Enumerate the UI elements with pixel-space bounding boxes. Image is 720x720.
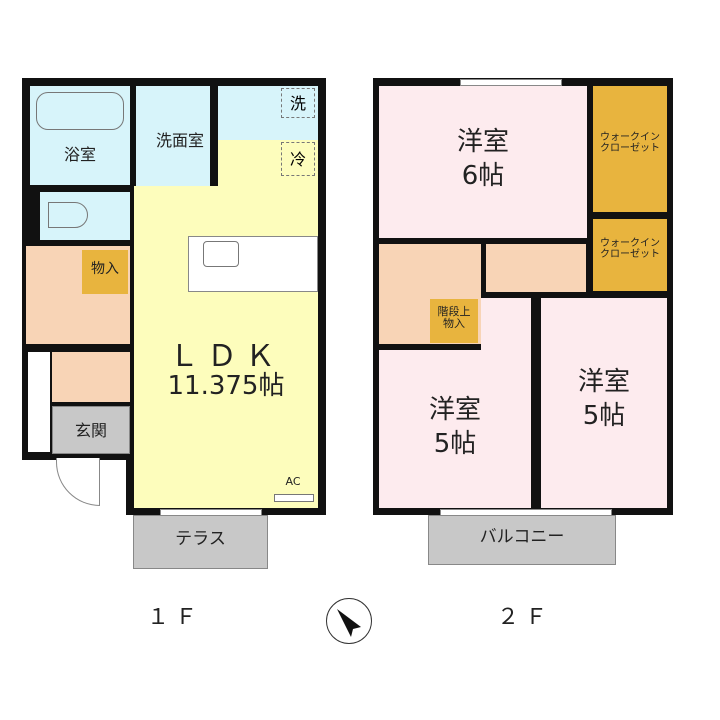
western6-label: 洋室 <box>456 127 509 157</box>
wic2-label: ウォークイン クローゼット <box>600 238 660 260</box>
western5b-label: 洋室 <box>577 367 630 397</box>
western5b-size: 5帖 <box>582 401 626 431</box>
wall <box>210 86 218 186</box>
bath-label: 浴室 <box>63 145 96 164</box>
entrance-label: 玄関 <box>74 421 107 440</box>
ldk-label: ＬＤＫ <box>169 339 283 374</box>
toilet-icon <box>48 202 88 228</box>
terrace <box>133 515 268 569</box>
wic1-label: ウォークイン クローゼット <box>600 132 660 154</box>
window <box>460 79 562 86</box>
washroom-label: 洗面室 <box>155 131 204 150</box>
floor2-label: ２Ｆ <box>496 605 553 630</box>
room-western-6 <box>379 86 587 238</box>
room-stair-storage <box>430 299 478 343</box>
room-western-5b <box>541 298 667 508</box>
shoe-cabinet <box>28 352 50 452</box>
kitchen-counter <box>188 236 318 292</box>
room-toilet <box>40 192 130 240</box>
ldk-size-label: 11.375帖 <box>167 371 285 401</box>
floor1-label: １Ｆ <box>146 605 203 630</box>
walk-in-closet-1 <box>593 86 667 212</box>
storage-label: 物入 <box>91 261 119 277</box>
stair-storage-label: 階段上 物入 <box>437 305 471 331</box>
walk-in-closet-2 <box>593 219 667 291</box>
ac-unit <box>274 494 314 502</box>
room-western-5a-nook <box>481 298 531 352</box>
room-entrance <box>52 406 130 454</box>
western6-size: 6帖 <box>461 161 505 191</box>
room-bath <box>30 86 130 185</box>
front-door[interactable] <box>56 458 100 506</box>
terrace-label: テラス <box>175 529 226 549</box>
fridge-label: 冷 <box>281 142 315 176</box>
hall <box>486 244 586 292</box>
bathtub-icon <box>36 92 124 130</box>
hall <box>52 352 130 402</box>
balcony <box>428 515 616 565</box>
sink-icon <box>203 241 239 267</box>
north-arrow-icon <box>326 598 372 644</box>
room-western-5a <box>379 350 531 508</box>
room-storage <box>82 250 128 294</box>
washer-label: 洗 <box>281 88 315 118</box>
western5a-size: 5帖 <box>433 429 477 459</box>
balcony-label: バルコニー <box>479 527 565 547</box>
western5a-label: 洋室 <box>428 395 481 425</box>
ldk-upper <box>218 140 318 190</box>
ac-label: AC <box>285 475 301 488</box>
